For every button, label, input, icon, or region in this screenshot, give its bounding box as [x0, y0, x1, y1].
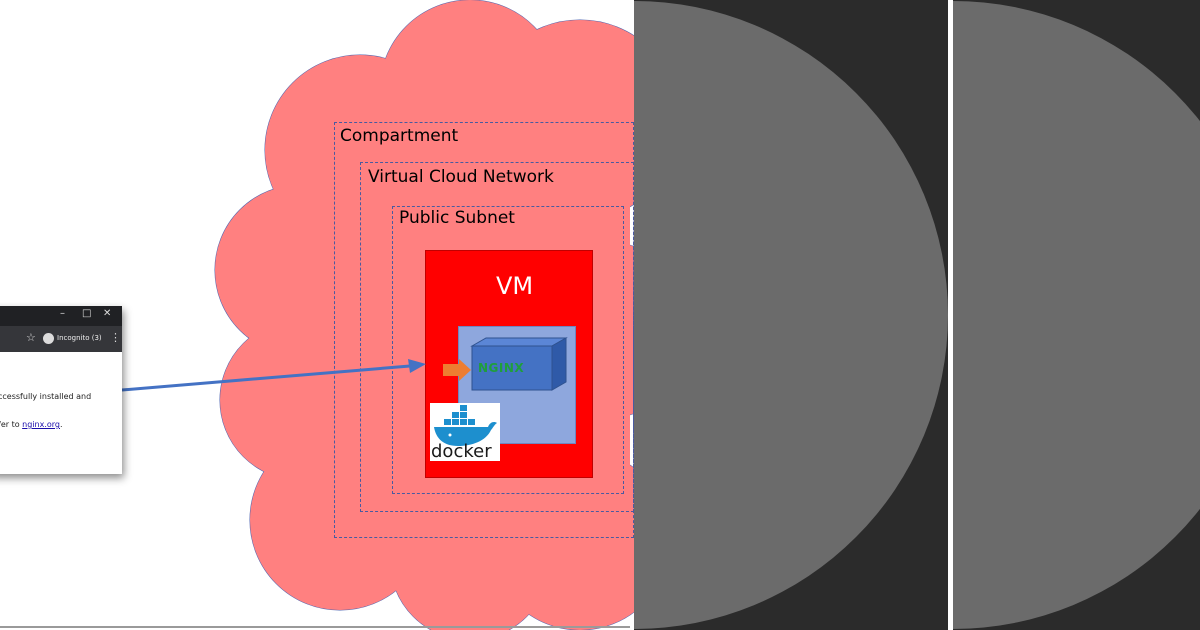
docker-label: docker	[431, 441, 492, 462]
port-arrow-icon	[443, 359, 471, 381]
more-menu-icon[interactable]: ⋮	[110, 331, 121, 344]
vcn-label: Virtual Cloud Network	[368, 167, 554, 187]
close-icon[interactable]: ✕	[103, 308, 112, 319]
right-panel-1	[634, 0, 950, 630]
vm-label: VM	[496, 272, 534, 300]
incognito-icon	[43, 333, 54, 344]
star-icon[interactable]: ☆	[26, 331, 36, 344]
subnet-box	[392, 206, 624, 494]
subnet-label: Public Subnet	[399, 208, 515, 228]
browser-text-prefix: fer to	[0, 420, 23, 429]
panel-separator	[948, 0, 953, 630]
browser-toolbar: ☆ Incognito (3) ⋮	[0, 326, 122, 352]
nginx-label: NGINX	[478, 361, 525, 375]
right-panel-2	[953, 0, 1200, 630]
docker-logo: docker	[430, 403, 500, 462]
nginx-org-link[interactable]: nginx.org	[22, 420, 60, 429]
browser-titlebar: – □ ✕	[0, 306, 122, 326]
disc-shape	[634, 1, 948, 629]
minimize-icon[interactable]: –	[60, 308, 65, 319]
compartment-label: Compartment	[340, 126, 459, 146]
browser-text-line2: fer to nginx.org.	[0, 420, 63, 429]
docker-whale-icon	[434, 405, 497, 446]
arrow-icon	[121, 359, 426, 392]
maximize-icon[interactable]: □	[82, 308, 92, 319]
disc-shape	[953, 1, 1200, 629]
nginx-box	[470, 337, 568, 391]
browser-text-line1: ccessfully installed and	[0, 392, 92, 401]
browser-text-suffix: .	[60, 420, 63, 429]
incognito-label[interactable]: Incognito (3)	[57, 334, 102, 342]
bottom-divider	[0, 626, 630, 628]
browser-window: – □ ✕ ☆ Incognito (3) ⋮ ccessfully insta…	[0, 306, 122, 474]
